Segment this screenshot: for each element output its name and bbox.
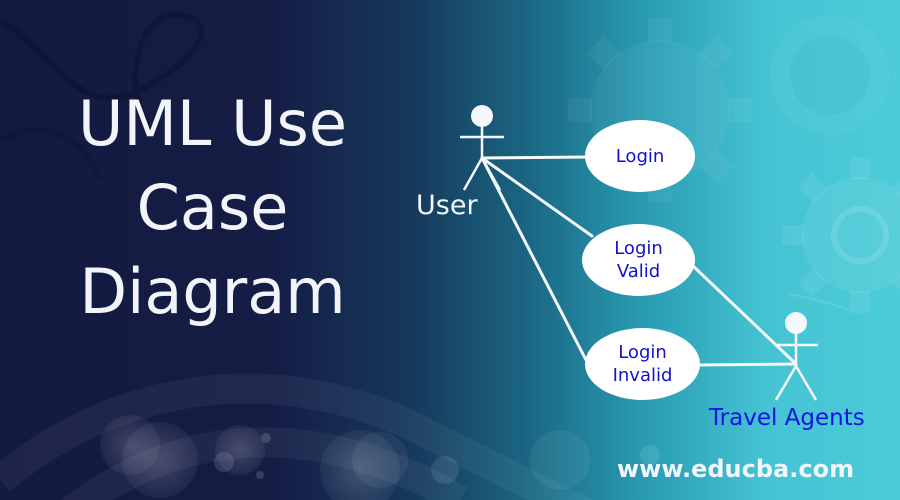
- association-user-login: [480, 155, 592, 160]
- association-agent-login-valid: [690, 263, 798, 366]
- gear-icon: [782, 157, 900, 313]
- title-line: UML Use: [78, 87, 347, 160]
- gear-icon: [770, 15, 890, 135]
- bokeh-decoration: [100, 415, 660, 500]
- website-url: www.educba.com: [617, 455, 855, 483]
- title-line: Diagram: [79, 255, 346, 328]
- use-case-label: Valid: [616, 261, 661, 282]
- use-case-login-invalid: Login Invalid: [585, 328, 700, 400]
- user-actor-icon: [460, 105, 504, 191]
- association-user-login-invalid: [480, 156, 588, 362]
- association-user-login-valid: [480, 156, 594, 238]
- use-case-label: Invalid: [612, 365, 673, 386]
- actor-label-user: User: [416, 190, 478, 221]
- use-case-login: Login: [585, 120, 695, 192]
- title-line: Case: [136, 171, 289, 244]
- use-case-login-valid: Login Valid: [582, 224, 695, 296]
- swirl-decoration: [0, 11, 204, 182]
- association-agent-login-invalid: [698, 362, 798, 367]
- travel-agent-actor-icon: [774, 312, 818, 401]
- use-case-label: Login: [614, 238, 663, 259]
- use-case-label: Login: [618, 342, 667, 363]
- page-title: UML Use Case Diagram: [30, 82, 395, 334]
- use-case-label: Login: [615, 145, 665, 167]
- actor-label-travel-agents: Travel Agents: [709, 405, 865, 431]
